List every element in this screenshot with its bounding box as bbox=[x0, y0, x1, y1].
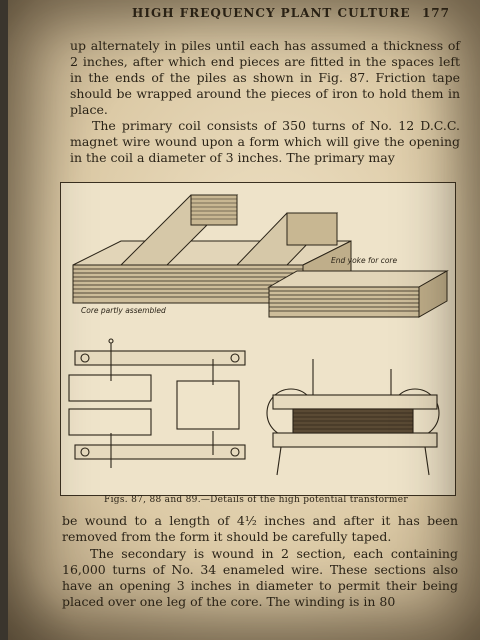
running-title: HIGH FREQUENCY PLANT CULTURE bbox=[132, 6, 411, 20]
end-yoke-drawing bbox=[267, 270, 449, 318]
paragraph-3: be wound to a length of 4½ inches and af… bbox=[62, 513, 458, 544]
paragraph-1: up alternately in piles until each has a… bbox=[70, 38, 460, 117]
page-number: 177 bbox=[421, 6, 450, 20]
page-header: HIGH FREQUENCY PLANT CULTURE 177 bbox=[132, 6, 450, 20]
paragraph-4: The secondary is wound in 2 section, eac… bbox=[62, 546, 458, 609]
paragraph-2: The primary coil consists of 350 turns o… bbox=[70, 118, 460, 165]
plan-view-drawing bbox=[68, 338, 246, 468]
figure-caption: Figs. 87, 88 and 89.—Details of the high… bbox=[104, 495, 408, 505]
figure-transformer: Core partly assembled End yoke for core bbox=[60, 182, 456, 496]
label-end-yoke: End yoke for core bbox=[331, 256, 397, 265]
book-page: HIGH FREQUENCY PLANT CULTURE 177 up alte… bbox=[8, 0, 480, 640]
end-view-drawing bbox=[266, 359, 440, 476]
label-core-partly-assembled: Core partly assembled bbox=[81, 306, 166, 315]
transformer-illustration: Core partly assembled End yoke for core bbox=[68, 194, 449, 476]
